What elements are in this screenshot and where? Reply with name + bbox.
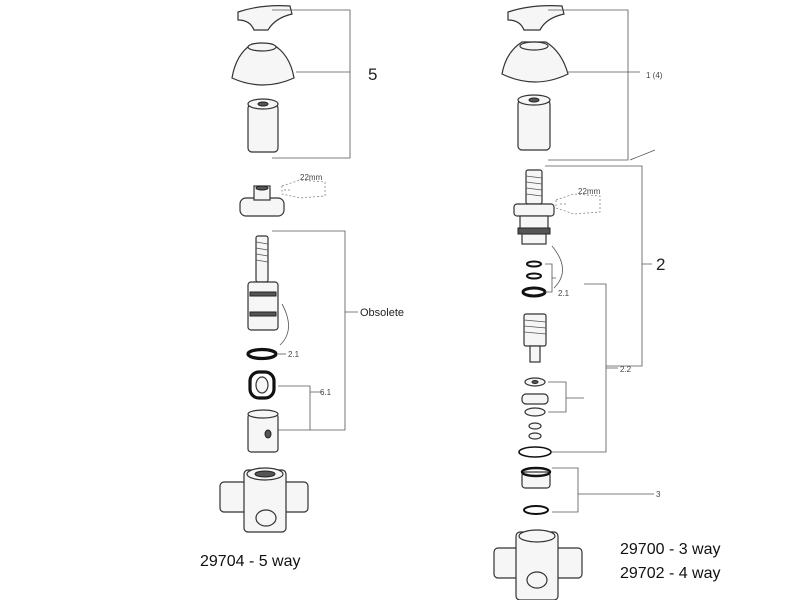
left-spindle — [247, 235, 279, 331]
right-seat — [520, 466, 552, 515]
right-orings — [521, 260, 547, 298]
left-bonnet-nut — [239, 185, 285, 217]
left-callout-5: 5 — [368, 65, 377, 84]
left-cover-cap — [231, 42, 295, 86]
right-model-caption-2: 29702 - 4 way — [620, 565, 721, 582]
right-handle — [507, 5, 565, 31]
left-wrench-size: 22mm — [300, 173, 323, 182]
left-bracket-6-1 — [278, 385, 322, 430]
left-callout-6-1: 6.1 — [320, 388, 332, 397]
right-assembly: 1 (4) 22mm 2 2.1 2.2 — [493, 5, 721, 600]
right-bracket-2-1 — [545, 263, 556, 293]
left-curve-arrow — [279, 303, 289, 346]
right-bracket-2-2 — [552, 283, 618, 453]
left-bracket-obsolete — [272, 230, 358, 431]
right-cartridge — [523, 313, 547, 363]
left-model-caption: 29704 - 5 way — [200, 553, 301, 570]
right-sleeve — [517, 94, 551, 151]
right-callout-2-1: 2.1 — [558, 289, 570, 298]
left-valve-body — [219, 467, 309, 533]
left-seal — [248, 370, 276, 400]
right-headpart — [513, 169, 555, 245]
right-callout-3: 3 — [656, 490, 661, 499]
right-bracket-2 — [545, 149, 656, 367]
left-oring — [246, 347, 278, 361]
right-callout-2-2: 2.2 — [620, 365, 632, 374]
left-obsolete-label: Obsolete — [360, 307, 404, 319]
right-wrench-icon — [555, 193, 601, 215]
left-assembly: 5 22mm Obsolete 2.1 — [200, 5, 404, 570]
right-bracket-washers — [548, 381, 584, 413]
right-callout-1-4: 1 (4) — [646, 71, 663, 80]
left-wrench-icon — [281, 179, 326, 199]
right-washers — [518, 377, 552, 458]
right-bracket-3 — [552, 467, 654, 513]
left-bracket-5 — [272, 9, 351, 159]
left-handle — [237, 5, 293, 31]
right-cover-cap — [501, 41, 569, 83]
left-callout-2-1: 2.1 — [288, 350, 300, 359]
left-lower-cartridge — [247, 409, 279, 453]
right-model-caption-1: 29700 - 3 way — [620, 541, 721, 558]
right-callout-2: 2 — [656, 255, 665, 274]
left-sleeve — [247, 98, 279, 153]
right-bracket-1-4 — [548, 9, 640, 161]
right-wrench-size: 22mm — [578, 187, 601, 196]
right-valve-body — [493, 529, 583, 600]
right-curve-arrow — [551, 245, 563, 289]
